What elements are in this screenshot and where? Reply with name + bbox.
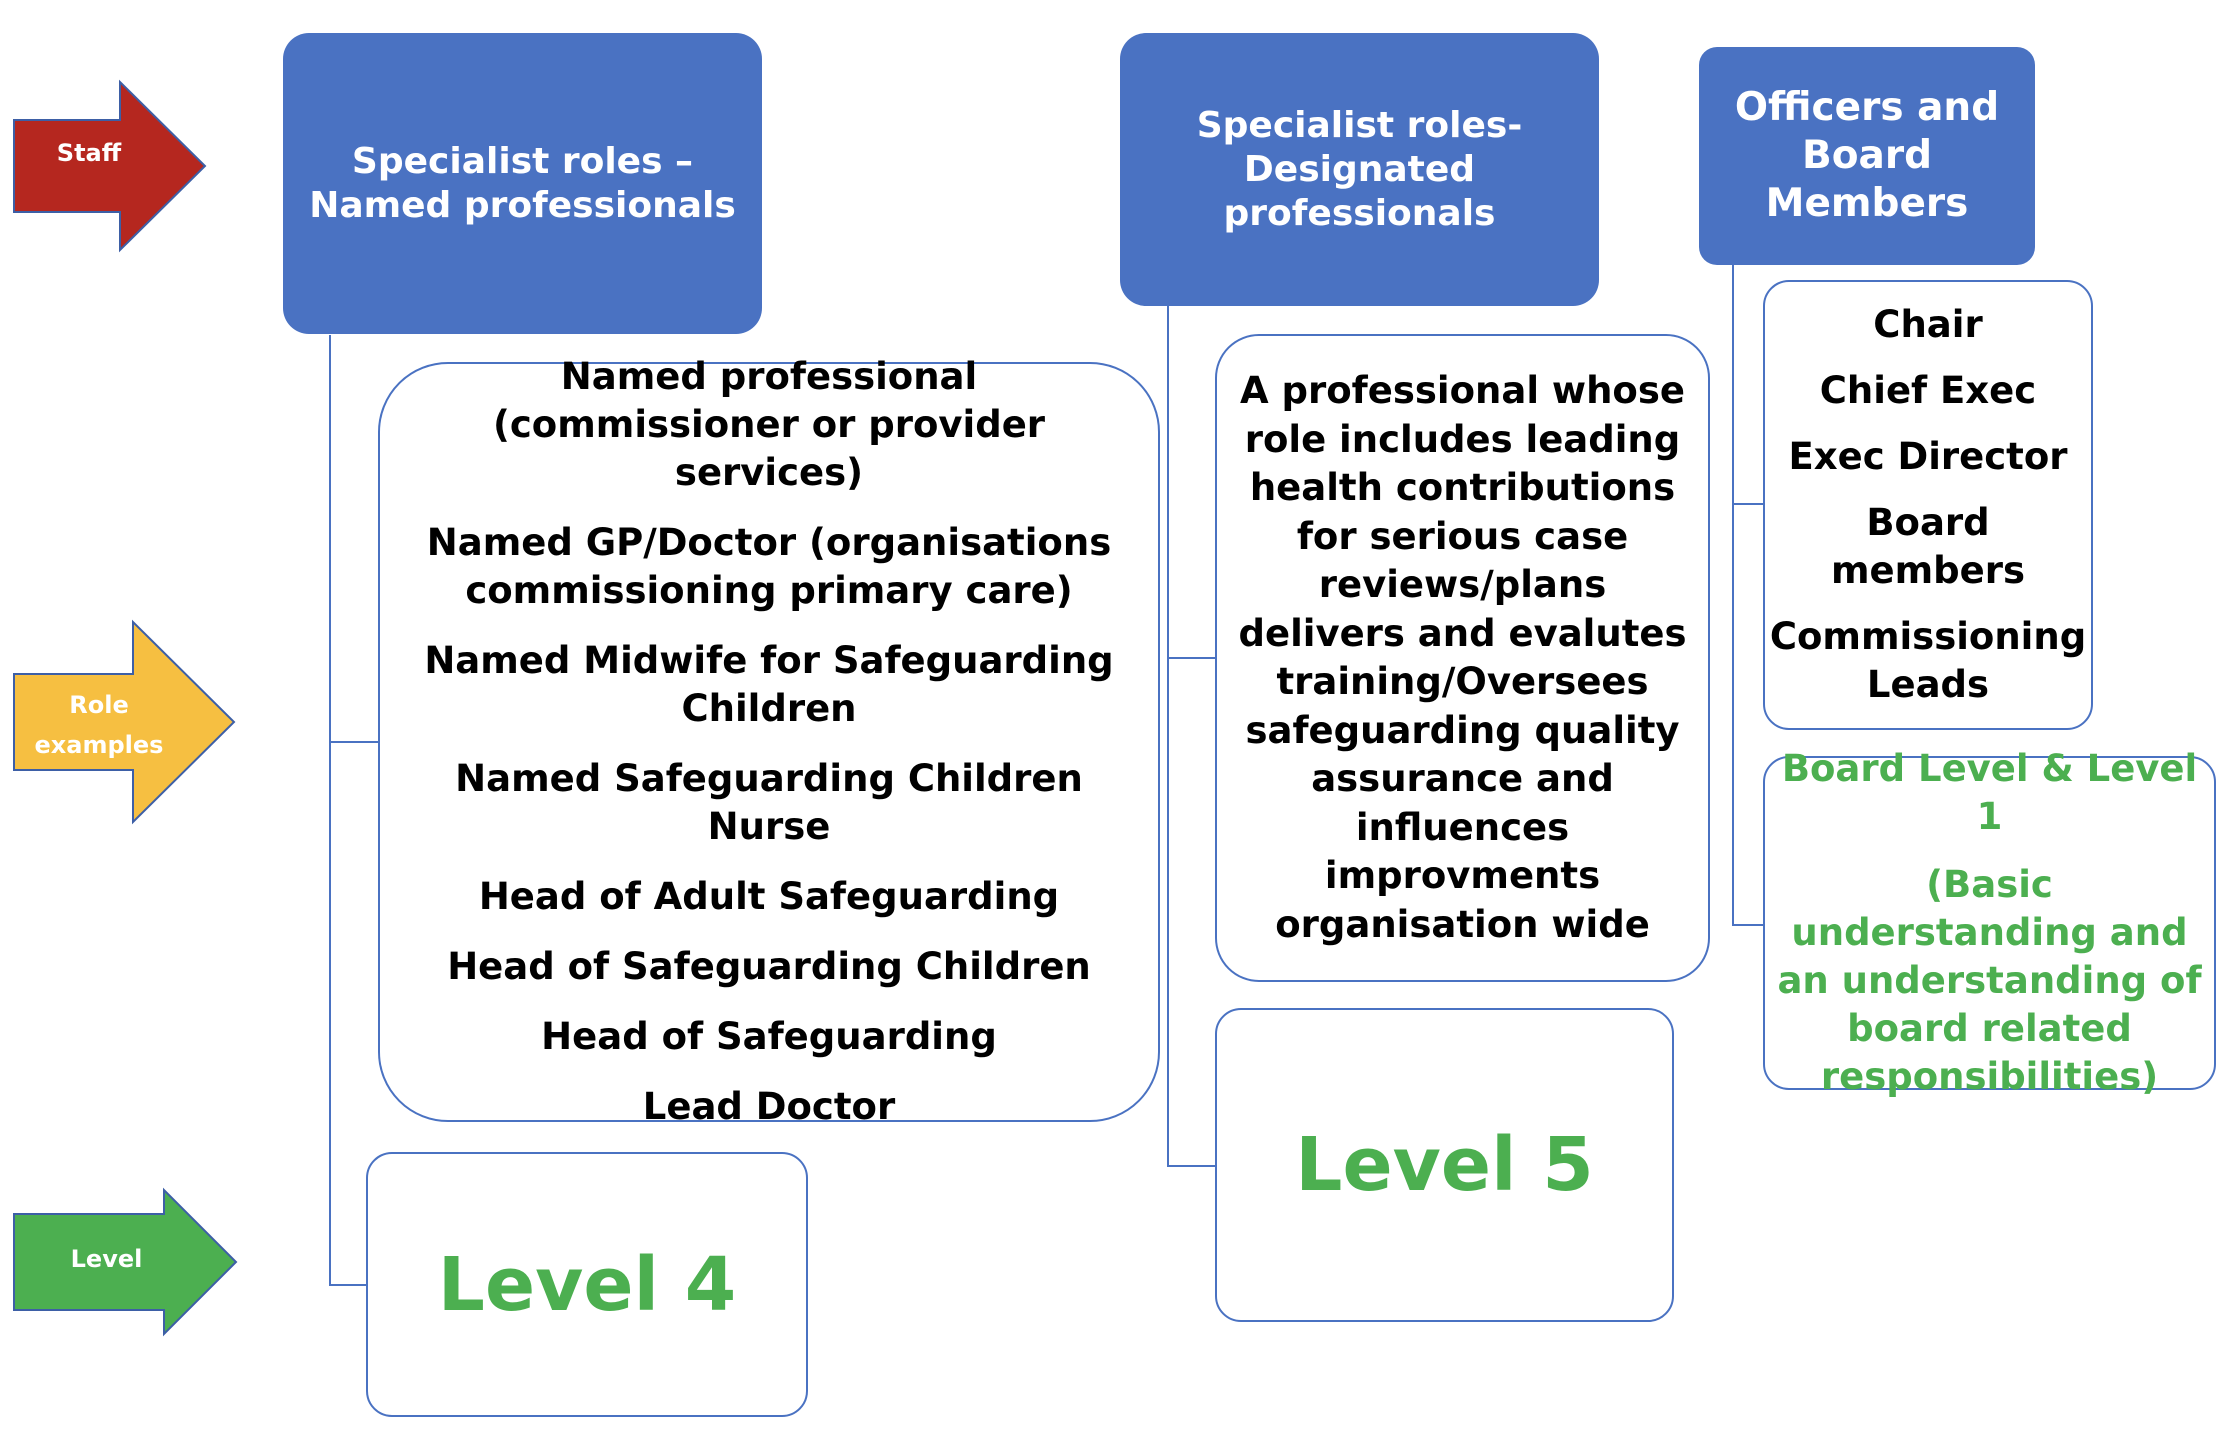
level-arrow-label: Level [70, 1245, 143, 1273]
role-item: Head of Safeguarding [541, 1015, 997, 1058]
role-item: Named professional (commissioner or prov… [492, 355, 1046, 494]
officers-connector [1732, 265, 1763, 926]
board-level-note: (Basic understanding and an understandin… [1777, 863, 2202, 1098]
role-item: Head of Adult Safeguarding [478, 875, 1060, 918]
officer-role-item: Board members [1830, 501, 2026, 592]
level-5-card: Level 5 [1215, 1008, 1674, 1322]
level-arrow-shape [13, 1187, 238, 1337]
named-connector [329, 335, 378, 1286]
staff-arrow-label: Staff [56, 139, 122, 167]
officer-role-item: Exec Director [1788, 435, 2068, 478]
officer-role-item: Commissioning Leads [1769, 615, 2087, 706]
designated-professionals-header: Specialist roles- Designated professiona… [1120, 33, 1599, 306]
designated-description-card: A professional whose role includes leadi… [1215, 334, 1710, 982]
officer-role-item: Chief Exec [1819, 369, 2037, 412]
level-4-label: Level 4 [437, 1241, 737, 1328]
role-item: Named Safeguarding Children Nurse [455, 757, 1083, 848]
role-item: Named Midwife for Safeguarding Children [424, 639, 1114, 730]
officers-board-members-header: Officers and Board Members [1699, 47, 2035, 265]
role-item: Lead Doctor [642, 1085, 896, 1128]
role-item: Head of Safeguarding Children [447, 945, 1091, 988]
officers-roles-card: Chair Chief Exec Exec Director Board mem… [1763, 280, 2093, 730]
named-roles-card: Named professional (commissioner or prov… [378, 355, 1160, 1128]
role-examples-arrow-shape [13, 619, 236, 825]
staff-arrow-shape [13, 79, 207, 253]
designated-description: A professional whose role includes leadi… [1238, 369, 1687, 946]
officer-role-item: Chair [1873, 303, 1983, 346]
role-item: Named GP/Doctor (organisations commissio… [426, 521, 1112, 612]
designated-connector [1167, 305, 1215, 1167]
level-5-label: Level 5 [1295, 1122, 1594, 1208]
named-professionals-header: Specialist roles – Named professionals [283, 33, 762, 334]
level-4-card: Level 4 [366, 1152, 808, 1417]
board-level-card: Board Level & Level 1 (Basic understandi… [1763, 747, 2216, 1098]
board-level-title: Board Level & Level 1 [1781, 747, 2198, 838]
role-examples-arrow-label: Role examples [34, 691, 164, 759]
